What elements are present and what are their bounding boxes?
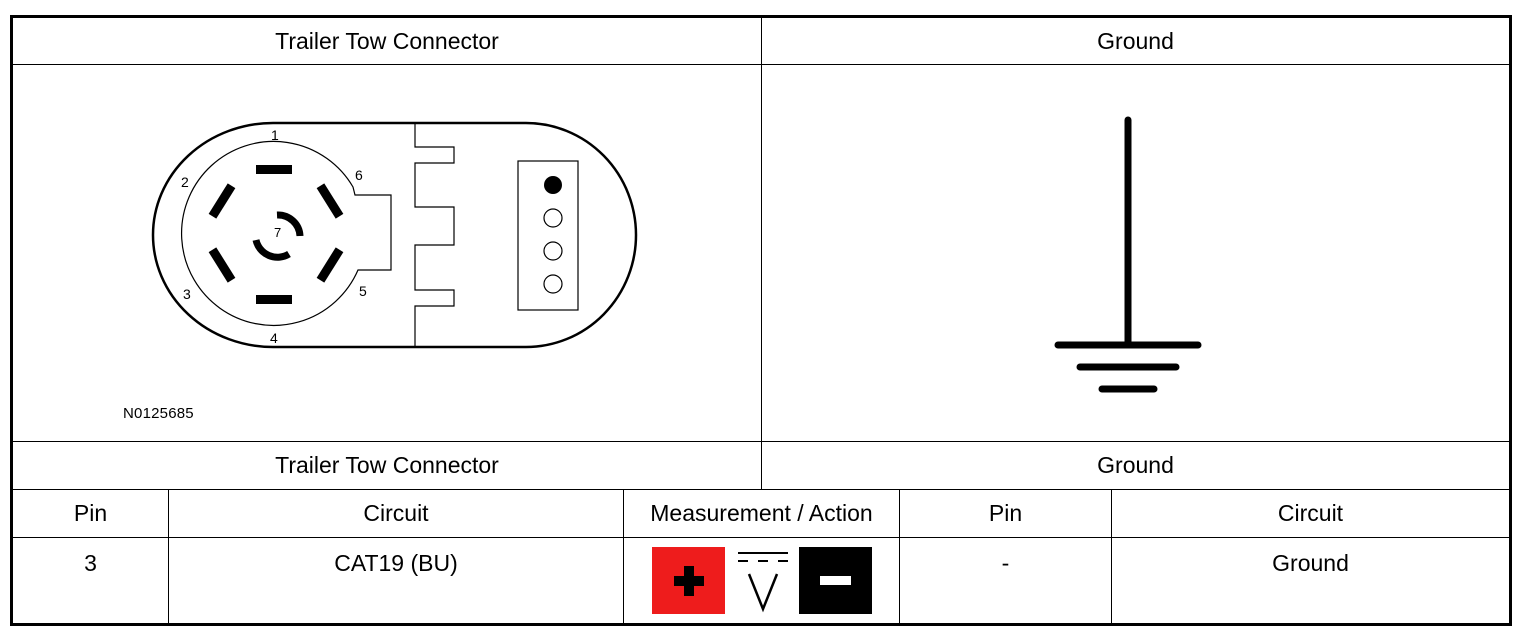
- pin-label: 6: [355, 167, 363, 183]
- indicator-dot-filled: [544, 176, 562, 194]
- pin-label: 3: [183, 286, 191, 302]
- connector-subheader: Trailer Tow Connector: [275, 452, 499, 478]
- connector-face: [181, 140, 392, 326]
- ground-diagram: [762, 65, 1509, 441]
- pin-7-terminal: [276, 211, 304, 237]
- diagnostic-table: Trailer Tow Connector Ground: [10, 15, 1512, 626]
- pin-label: 7: [274, 225, 281, 240]
- column-header-circuit: Circuit: [363, 500, 429, 526]
- pin-2-terminal: [208, 183, 236, 219]
- table-row-pin: 3: [84, 550, 97, 576]
- connector-header: Trailer Tow Connector: [275, 27, 499, 54]
- ground-subheader: Ground: [1097, 452, 1174, 478]
- pin-label: 5: [359, 283, 367, 299]
- indicator-dot: [543, 241, 563, 261]
- pin-4-terminal: [256, 295, 292, 304]
- figure-id: N0125685: [123, 405, 194, 422]
- column-header-circuit-2: Circuit: [1277, 500, 1344, 526]
- pin-1-terminal: [256, 165, 292, 174]
- table-row-measurement: [624, 538, 899, 623]
- pin-5-terminal: [316, 247, 344, 283]
- column-header-measurement: Measurement / Action: [650, 500, 873, 526]
- negative-probe-icon: [799, 547, 872, 614]
- column-header-pin-2: Pin: [988, 500, 1023, 526]
- indicator-dot: [543, 208, 563, 228]
- trailer-connector-svg: 1 2 3 4 5 6 7: [151, 121, 638, 349]
- pin-label: 4: [270, 330, 278, 346]
- table-row-pin-2: -: [1001, 550, 1010, 576]
- table-row-circuit: CAT19 (BU): [334, 550, 458, 576]
- indicator-box: [517, 160, 579, 311]
- column-header-pin: Pin: [73, 500, 108, 526]
- ground-header: Ground: [1097, 27, 1174, 54]
- pin-label: 2: [181, 174, 189, 190]
- pin-7-terminal: [252, 238, 291, 261]
- connector-body: [151, 121, 638, 349]
- indicator-dot: [543, 274, 563, 294]
- ground-symbol-icon: [1054, 116, 1202, 393]
- table-row-circuit-2: Ground: [1272, 550, 1349, 576]
- connector-latch: [414, 123, 455, 347]
- pin-label: 1: [271, 127, 279, 143]
- pin-6-terminal: [316, 183, 344, 219]
- pin-3-terminal: [208, 247, 236, 283]
- connector-diagram: 1 2 3 4 5 6 7 N0125685: [13, 65, 761, 441]
- dc-voltage-icon: [734, 547, 792, 614]
- positive-probe-icon: [652, 547, 725, 614]
